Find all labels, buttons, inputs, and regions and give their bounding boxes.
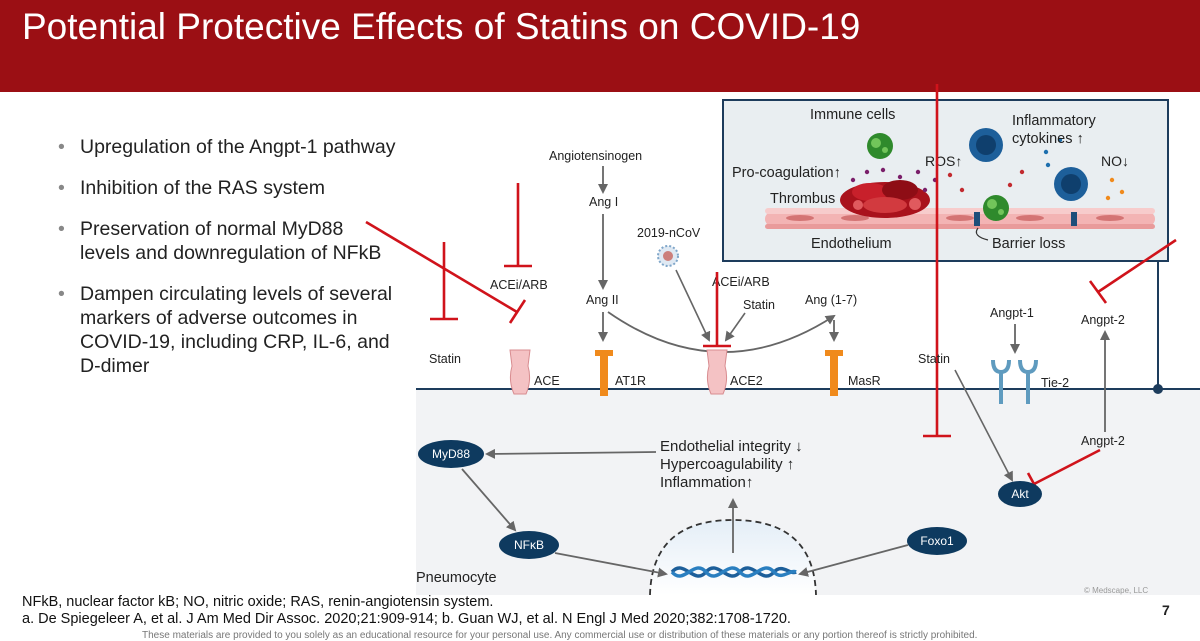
monocyte-icon <box>1054 167 1088 201</box>
label-barrier-loss: Barrier loss <box>992 236 1065 252</box>
label-ace2: ACE2 <box>730 374 763 388</box>
bullet-item: Preservation of normal MyD88 levels and … <box>58 217 398 265</box>
endothelium-band <box>765 208 1155 229</box>
copyright-text: © Medscape, LLC <box>1084 586 1149 595</box>
label-acei-arb-left: ACEi/ARB <box>490 278 548 292</box>
inhibit-angpt2-diagonal <box>1097 238 1177 294</box>
arrow-myd88-to-nfkb <box>461 468 517 532</box>
at1r-receptor <box>595 350 613 396</box>
label-cytokines: cytokines ↑ <box>1012 131 1084 147</box>
slide-header: Potential Protective Effects of Statins … <box>0 0 1200 92</box>
label-inflammatory: Inflammatory <box>1012 113 1097 129</box>
label-endothelium: Endothelium <box>811 236 892 252</box>
effect-endothelial-integrity: Endothelial integrity ↓ <box>660 438 803 455</box>
tie2-receptor <box>991 359 1038 404</box>
bullet-item: Inhibition of the RAS system <box>58 176 398 200</box>
myd88-node: MyD88 <box>418 440 484 468</box>
label-ang-2: Ang II <box>586 293 619 307</box>
barrier-loss-pointer <box>975 227 989 241</box>
dna-helix-icon <box>670 566 797 578</box>
label-ang-1: Ang I <box>589 195 618 209</box>
nucleus-arc <box>649 519 817 596</box>
footnote-abbreviations: NFkB, nuclear factor kB; NO, nitric oxid… <box>22 594 494 610</box>
label-statin-right: Statin <box>918 352 950 366</box>
ace2-receptor <box>706 349 728 395</box>
arrow-nfkb-to-dna <box>554 552 668 578</box>
arrow-statin-to-akt <box>954 369 1013 482</box>
label-procoagulation: Pro-coagulation↑ <box>732 165 841 181</box>
arrow-foxo1-to-dna <box>798 544 909 577</box>
effect-inflammation: Inflammation↑ <box>660 474 753 491</box>
label-no: NO↓ <box>1101 153 1129 169</box>
footnote-references: a. De Spiegeleer A, et al. J Am Med Dir … <box>22 611 791 627</box>
immune-cell-icon <box>867 133 893 159</box>
label-angiotensinogen: Angiotensinogen <box>549 149 642 163</box>
label-statin-left: Statin <box>429 352 461 366</box>
label-ace: ACE <box>534 374 560 388</box>
label-angpt-2-bottom: Angpt-2 <box>1081 434 1125 448</box>
label-pneumocyte: Pneumocyte <box>416 570 497 586</box>
inset-panel <box>722 99 1169 262</box>
immune-cell-icon <box>983 195 1009 221</box>
label-thrombus: Thrombus <box>770 191 835 207</box>
connector-dot <box>1153 384 1163 394</box>
label-immune-cells: Immune cells <box>810 107 895 123</box>
label-statin-mid: Statin <box>743 298 775 312</box>
akt-node: Akt <box>998 481 1042 507</box>
label-ang-1-7: Ang (1-7) <box>805 293 857 307</box>
virus-icon <box>657 245 679 267</box>
page-number: 7 <box>1162 602 1170 618</box>
label-acei-arb-mid: ACEi/ARB <box>712 275 770 289</box>
label-tie2: Tie-2 <box>1041 376 1069 390</box>
inhibit-angpt2-diagonal-bar <box>1088 280 1108 304</box>
label-myd88: MyD88 <box>432 447 470 461</box>
effect-hypercoagulability: Hypercoagulability ↑ <box>660 456 794 473</box>
bullet-item: Upregulation of the Angpt-1 pathway <box>58 135 398 159</box>
bullet-item: Dampen circulating levels of several mar… <box>58 282 398 378</box>
inhibit-ras-diagonal <box>365 220 518 314</box>
inhibit-ras-diagonal-bar <box>508 299 527 324</box>
label-angpt-2-top: Angpt-2 <box>1081 313 1125 327</box>
masr-receptor <box>825 350 843 396</box>
foxo1-node: Foxo1 <box>907 527 967 555</box>
label-foxo1: Foxo1 <box>920 534 954 548</box>
cytokine-dots <box>850 137 1125 201</box>
label-nfkb: NFκB <box>514 538 544 552</box>
label-at1r: AT1R <box>615 374 646 388</box>
ace-receptor <box>509 349 531 395</box>
disclaimer-text: These materials are provided to you sole… <box>142 630 978 641</box>
label-angpt-1: Angpt-1 <box>990 306 1034 320</box>
arrow-virus-to-ace2 <box>675 269 711 342</box>
slide-title: Potential Protective Effects of Statins … <box>22 6 861 47</box>
arrow-effects-to-myd88 <box>485 448 657 459</box>
monocyte-icon <box>969 128 1003 162</box>
bullet-list: Upregulation of the Angpt-1 pathway Inhi… <box>58 135 398 395</box>
nfkb-node: NFκB <box>499 531 559 559</box>
label-2019-ncov: 2019-nCoV <box>637 226 701 240</box>
label-akt: Akt <box>1011 487 1029 501</box>
label-masr: MasR <box>848 374 881 388</box>
arrow-statin-to-ace2 <box>724 312 746 342</box>
inhibit-angpt2-akt <box>1033 448 1101 486</box>
label-ros: ROS↑ <box>925 153 962 169</box>
thrombus-clump <box>840 180 930 218</box>
